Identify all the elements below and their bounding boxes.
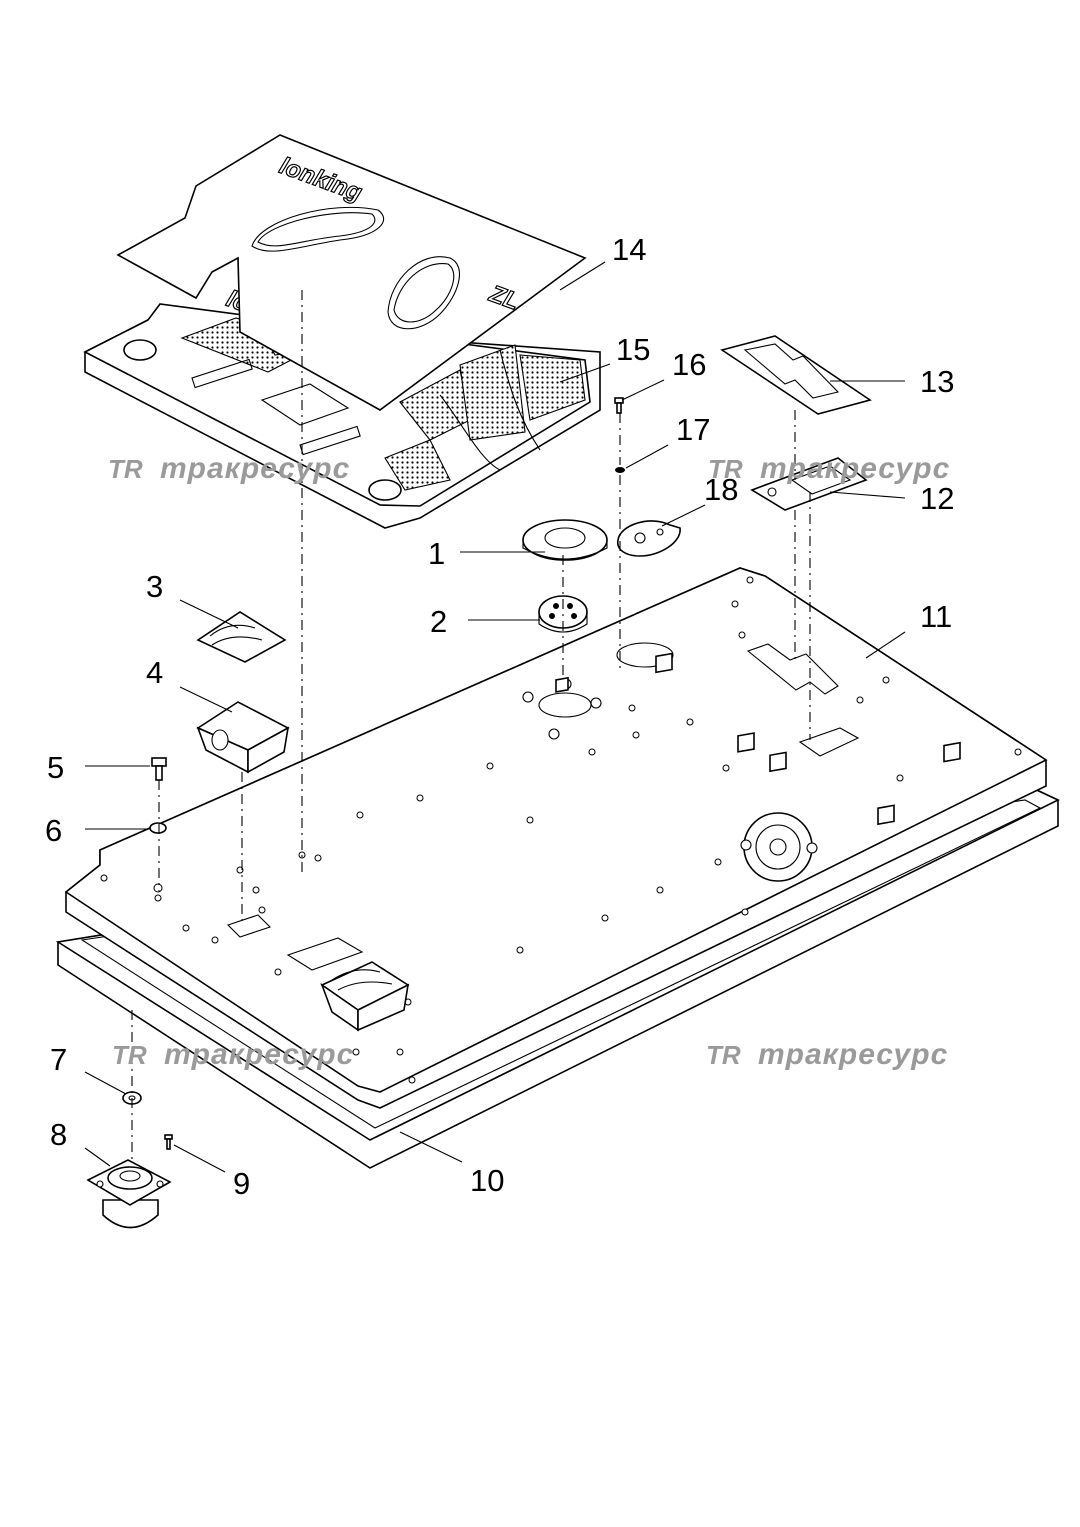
callout-9: 9 xyxy=(233,1166,250,1201)
plate-12 xyxy=(750,457,868,511)
column-ring xyxy=(522,519,608,561)
bracket-cover xyxy=(196,611,287,663)
screw-9 xyxy=(164,1134,173,1150)
bolt-5 xyxy=(151,757,167,781)
watermark-top-right: TR тракресурс xyxy=(708,452,950,485)
grommet xyxy=(538,595,588,633)
callout-16: 16 xyxy=(672,347,706,382)
watermark-text: тракресурс xyxy=(758,1038,948,1071)
callout-labels: 1 2 3 4 5 6 7 8 9 10 11 12 13 14 15 16 1… xyxy=(45,232,954,1201)
callout-18: 18 xyxy=(704,472,738,507)
callout-17: 17 xyxy=(676,412,710,447)
callout-7: 7 xyxy=(50,1042,67,1077)
callout-1: 1 xyxy=(428,536,445,571)
callout-10: 10 xyxy=(470,1163,504,1198)
assembly-center-lines xyxy=(131,290,811,1160)
callout-13: 13 xyxy=(920,364,954,399)
watermark-logo-icon: TR xyxy=(112,1040,147,1070)
callout-5: 5 xyxy=(47,750,64,785)
washer-6 xyxy=(149,822,167,834)
callout-14: 14 xyxy=(612,232,646,267)
callout-15: 15 xyxy=(616,332,650,367)
leader-lines xyxy=(84,261,906,1173)
callout-8: 8 xyxy=(50,1117,67,1152)
cab-mount-8 xyxy=(86,1159,172,1229)
watermark-top-left: TR тракресурс xyxy=(108,452,350,485)
callout-12: 12 xyxy=(920,481,954,516)
callout-4: 4 xyxy=(146,655,163,690)
callout-6: 6 xyxy=(45,813,62,848)
floor-mat-top: lonking ZL xyxy=(116,134,587,411)
watermark-logo-icon: TR xyxy=(108,454,143,484)
pedal-bracket xyxy=(196,701,290,774)
callout-11: 11 xyxy=(920,599,952,634)
pedal-cover-plate xyxy=(616,520,681,557)
watermark-bottom-left: TR тракресурс xyxy=(112,1038,354,1071)
watermark-text: тракресурс xyxy=(160,452,350,485)
watermark-logo-icon: TR xyxy=(706,1040,741,1070)
watermark-logo-icon: TR xyxy=(708,454,743,484)
gasket-13 xyxy=(720,335,872,415)
callout-2: 2 xyxy=(430,604,447,639)
pedal-bracket-installed xyxy=(320,961,410,1032)
callout-3: 3 xyxy=(146,569,163,604)
watermark-text: тракресурс xyxy=(760,452,950,485)
floor-plate xyxy=(64,479,1048,1109)
screw-16 xyxy=(614,397,624,414)
watermark-bottom-right: TR тракресурс xyxy=(706,1038,948,1071)
washer-17 xyxy=(615,467,625,473)
plate-holes xyxy=(100,576,1022,1084)
watermark-text: тракресурс xyxy=(164,1038,354,1071)
